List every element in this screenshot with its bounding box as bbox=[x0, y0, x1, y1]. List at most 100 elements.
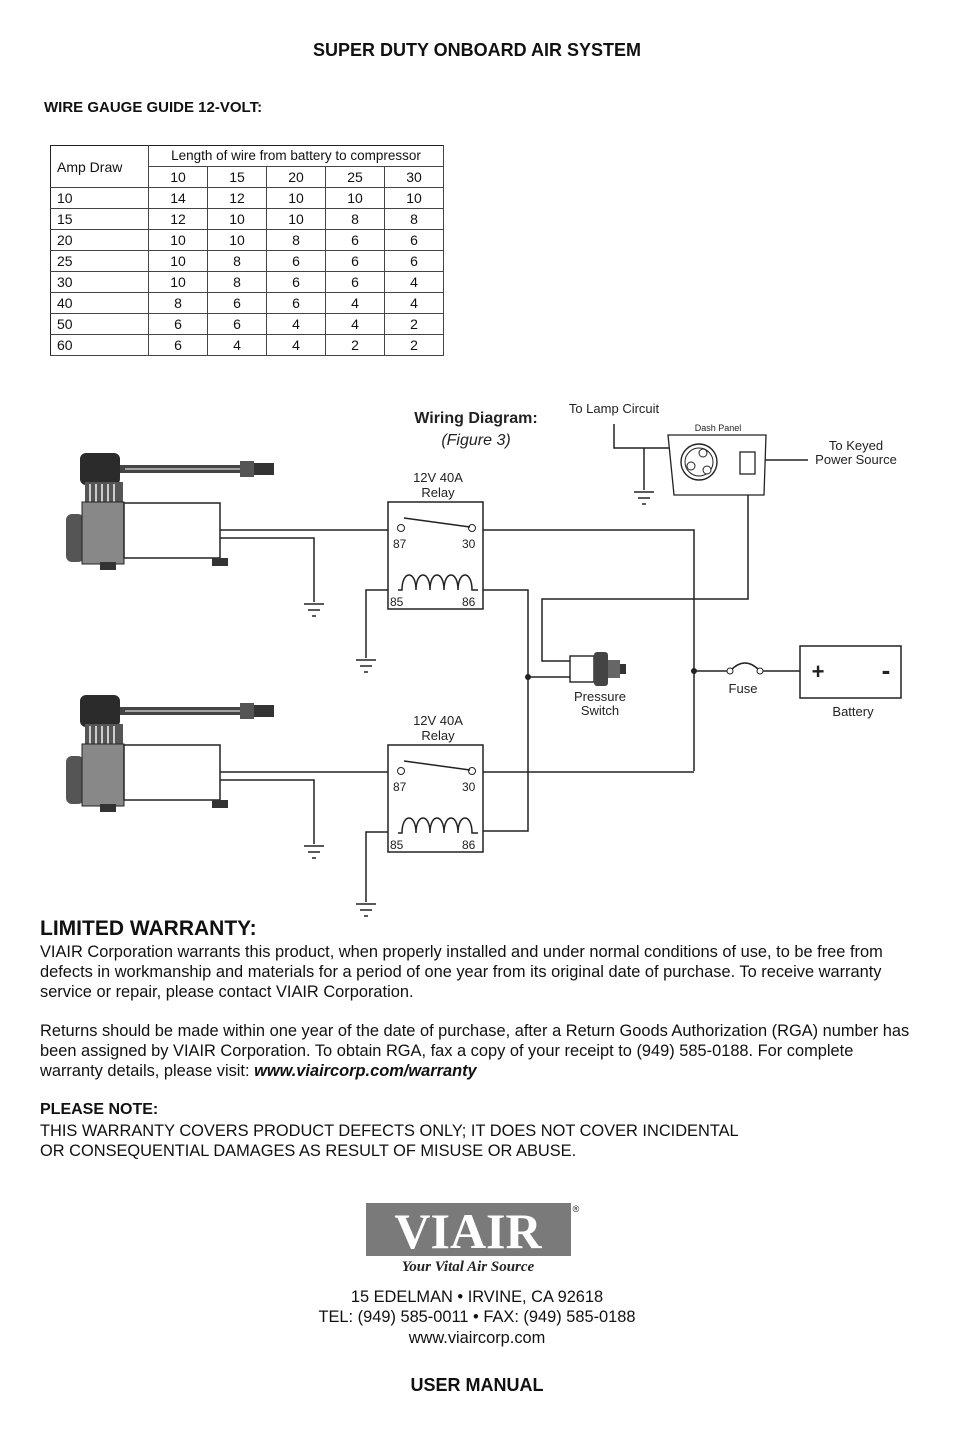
length-col-header: 30 bbox=[384, 166, 444, 188]
diagram-figure-label: (Figure 3) bbox=[441, 432, 510, 449]
gauge-cell: 12 bbox=[207, 187, 267, 209]
amp-draw-cell: 15 bbox=[50, 208, 149, 230]
relay-1-label: Relay bbox=[421, 485, 455, 500]
relay-2-pin-87: 87 bbox=[393, 780, 407, 794]
gauge-cell: 4 bbox=[325, 313, 385, 335]
gauge-cell: 6 bbox=[384, 250, 444, 272]
page-title: SUPER DUTY ONBOARD AIR SYSTEM bbox=[312, 40, 642, 60]
amp-draw-cell: 30 bbox=[50, 271, 149, 293]
please-note-heading: PLEASE NOTE: bbox=[40, 1101, 159, 1118]
gauge-cell: 2 bbox=[384, 313, 444, 335]
length-col-header: 15 bbox=[207, 166, 267, 188]
relay-1-pin-86: 86 bbox=[462, 595, 476, 609]
wiring-diagram: Wiring Diagram: (Figure 3) bbox=[66, 401, 902, 917]
relay-1-pin-87: 87 bbox=[393, 537, 407, 551]
gauge-cell: 10 bbox=[384, 187, 444, 209]
gauge-cell: 6 bbox=[325, 229, 385, 251]
gauge-cell: 6 bbox=[148, 334, 208, 356]
dash-panel: To Lamp Circuit Dash Panel To Keyed Powe… bbox=[569, 401, 897, 496]
ground-icon bbox=[356, 903, 376, 917]
gauge-switch-icon bbox=[680, 443, 718, 481]
battery-minus: - bbox=[882, 655, 891, 685]
gauge-cell: 4 bbox=[325, 292, 385, 314]
relay-2-pin-86: 86 bbox=[462, 838, 476, 852]
battery-label: Battery bbox=[832, 704, 874, 719]
logo-text: VIAIR bbox=[394, 1203, 542, 1259]
gauge-cell: 10 bbox=[266, 187, 326, 209]
please-note-text: THIS WARRANTY COVERS PRODUCT DEFECTS ONL… bbox=[40, 1121, 920, 1161]
amp-draw-cell: 40 bbox=[50, 292, 149, 314]
gauge-cell: 10 bbox=[207, 229, 267, 251]
gauge-cell: 8 bbox=[207, 271, 267, 293]
relay-1-pin-85: 85 bbox=[390, 595, 404, 609]
length-col-header: 10 bbox=[148, 166, 208, 188]
logo-tagline: Your Vital Air Source bbox=[402, 1259, 535, 1275]
amp-draw-cell: 50 bbox=[50, 313, 149, 335]
gauge-cell: 4 bbox=[207, 334, 267, 356]
battery-plus: + bbox=[812, 659, 825, 684]
ground-icon bbox=[634, 491, 654, 505]
gauge-cell: 6 bbox=[266, 271, 326, 293]
gauge-cell: 8 bbox=[384, 208, 444, 230]
gauge-cell: 10 bbox=[325, 187, 385, 209]
wire-gauge-table: Amp Draw Length of wire from battery to … bbox=[50, 145, 444, 356]
warranty-heading: LIMITED WARRANTY: bbox=[40, 917, 257, 940]
gauge-cell: 6 bbox=[325, 271, 385, 293]
gauge-cell: 6 bbox=[384, 229, 444, 251]
relay-1: 12V 40A Relay 87 30 85 86 bbox=[387, 470, 484, 610]
toggle-switch-icon bbox=[739, 451, 756, 475]
compressor-2-icon bbox=[66, 695, 274, 812]
warranty-link[interactable]: www.viaircorp.com/warranty bbox=[254, 1062, 477, 1080]
relay-2-label: Relay bbox=[421, 728, 455, 743]
please-note-line-2: OR CONSEQUENTIAL DAMAGES AS RESULT OF MI… bbox=[40, 1142, 577, 1160]
amp-draw-cell: 60 bbox=[50, 334, 149, 356]
relay-1-rating: 12V 40A bbox=[413, 470, 463, 485]
gauge-guide-title: WIRE GAUGE GUIDE 12-VOLT: bbox=[44, 99, 263, 116]
keyed-power-label-1: To Keyed bbox=[829, 438, 883, 453]
gauge-cell: 6 bbox=[266, 250, 326, 272]
gauge-cell: 4 bbox=[384, 271, 444, 293]
gauge-cell: 6 bbox=[325, 250, 385, 272]
gauge-cell: 2 bbox=[325, 334, 385, 356]
gauge-cell: 4 bbox=[384, 292, 444, 314]
gauge-cell: 12 bbox=[148, 208, 208, 230]
amp-draw-cell: 25 bbox=[50, 250, 149, 272]
length-col-header: 20 bbox=[266, 166, 326, 188]
gauge-cell: 10 bbox=[148, 271, 208, 293]
relay-1-pin-30: 30 bbox=[462, 537, 476, 551]
amp-draw-cell: 20 bbox=[50, 229, 149, 251]
length-col-header: 25 bbox=[325, 166, 385, 188]
fuse-label: Fuse bbox=[729, 681, 758, 696]
amp-draw-header: Amp Draw bbox=[50, 145, 149, 188]
gauge-cell: 6 bbox=[207, 313, 267, 335]
pressure-switch-label-2: Switch bbox=[581, 703, 619, 718]
gauge-cell: 8 bbox=[325, 208, 385, 230]
relay-2-pin-85: 85 bbox=[390, 838, 404, 852]
battery-icon: + - Battery bbox=[799, 645, 902, 719]
pressure-switch-icon: Pressure Switch bbox=[569, 652, 626, 718]
warranty-paragraph-2-text: Returns should be made within one year o… bbox=[40, 1022, 910, 1080]
logo-registered: ® bbox=[573, 1204, 580, 1214]
relay-2-pin-30: 30 bbox=[462, 780, 476, 794]
gauge-cell: 8 bbox=[148, 292, 208, 314]
relay-2-rating: 12V 40A bbox=[413, 713, 463, 728]
contact-phone: TEL: (949) 585-0011 • FAX: (949) 585-018… bbox=[318, 1308, 636, 1326]
dash-panel-label: Dash Panel bbox=[695, 423, 742, 433]
gauge-cell: 8 bbox=[266, 229, 326, 251]
warranty-paragraph-1: VIAIR Corporation warrants this product,… bbox=[40, 943, 883, 1001]
ground-icon bbox=[304, 845, 324, 859]
compressor-1-icon bbox=[66, 453, 274, 570]
amp-draw-cell: 10 bbox=[50, 187, 149, 209]
gauge-cell: 10 bbox=[148, 229, 208, 251]
gauge-cell: 10 bbox=[148, 250, 208, 272]
gauge-cell: 6 bbox=[207, 292, 267, 314]
gauge-cell: 4 bbox=[266, 313, 326, 335]
